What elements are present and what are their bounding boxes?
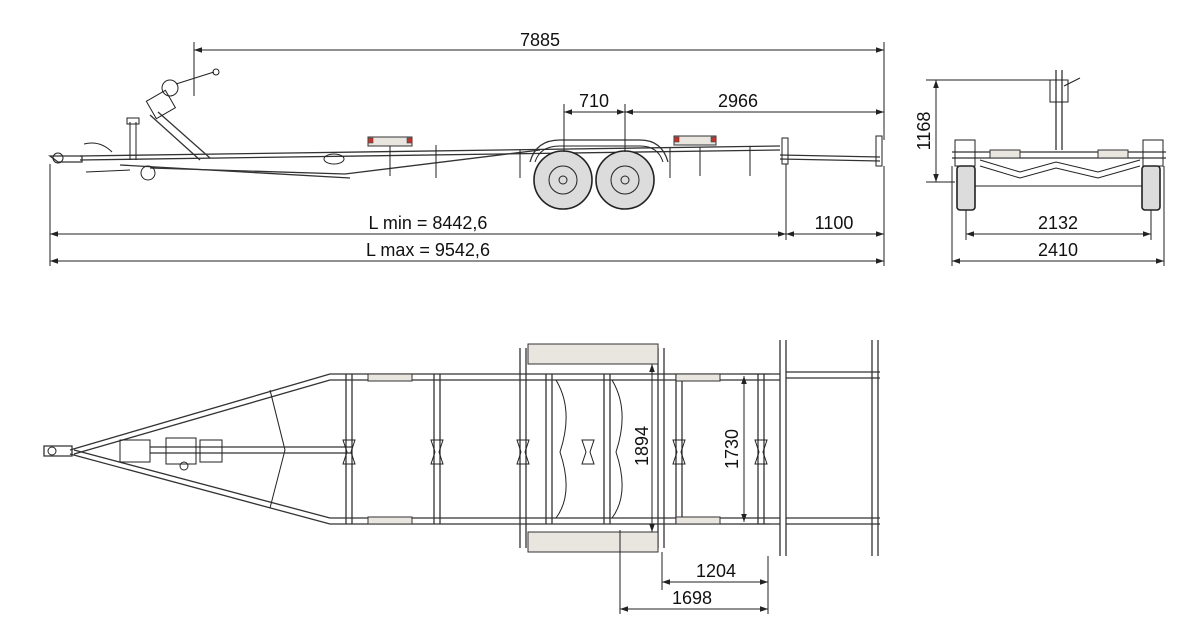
dim-length-max: L max = 9542,6 (50, 240, 884, 264)
side-bunk-pad-front (367, 136, 413, 147)
dim-overall-width-label: 2410 (1038, 240, 1078, 260)
dim-length-min: L min = 8442,6 1100 (49, 164, 885, 266)
dim-length-max-label: L max = 9542,6 (366, 240, 490, 260)
rear-left-wheel (956, 165, 976, 211)
dim-overall-width: 2410 (951, 166, 1165, 266)
top-fender-right (527, 531, 659, 553)
top-rollers (342, 439, 768, 465)
dim-axle-spacing-label: 710 (579, 91, 609, 111)
dim-drawbar-extension-label: 1100 (815, 213, 854, 233)
dim-axle-spacing: 710 (563, 91, 626, 152)
dim-overall-top-label: 7885 (520, 30, 560, 50)
dim-height-label: 1168 (914, 112, 934, 151)
side-frame (48, 68, 883, 181)
rear-right-wheel (1141, 165, 1161, 211)
dim-bunk-outer-label: 1894 (632, 426, 652, 466)
dim-height: 1168 (914, 79, 1050, 183)
dim-overall-top: 7885 (193, 30, 885, 140)
dim-rear-overhang-label: 2966 (718, 91, 758, 111)
dim-rear-overhang: 2966 (625, 91, 884, 115)
dim-bunk-inner: 1730 (722, 373, 770, 525)
top-fender-left (527, 343, 659, 365)
side-bunk-pad-rear (673, 135, 717, 146)
side-wheels (533, 150, 655, 210)
dim-rear-offset-1-label: 1204 (696, 561, 736, 581)
dim-bunk-outer: 1894 (632, 364, 655, 532)
dim-length-min-label: L min = 8442,6 (369, 213, 488, 233)
side-view: 7885 710 2966 L min = 8442,6 1100 L max (48, 30, 885, 266)
dim-rear-offset-2-label: 1698 (672, 588, 712, 608)
dim-track-width: 2132 (965, 210, 1152, 240)
dim-rear-offset-2: 1698 (619, 530, 768, 614)
rear-view: 1168 2132 2410 (914, 70, 1166, 266)
dim-bunk-inner-label: 1730 (722, 429, 742, 469)
top-view: 1894 1730 1204 1698 (43, 340, 880, 614)
dim-track-width-label: 2132 (1038, 213, 1078, 233)
dim-rear-offset-1: 1204 (661, 552, 769, 614)
